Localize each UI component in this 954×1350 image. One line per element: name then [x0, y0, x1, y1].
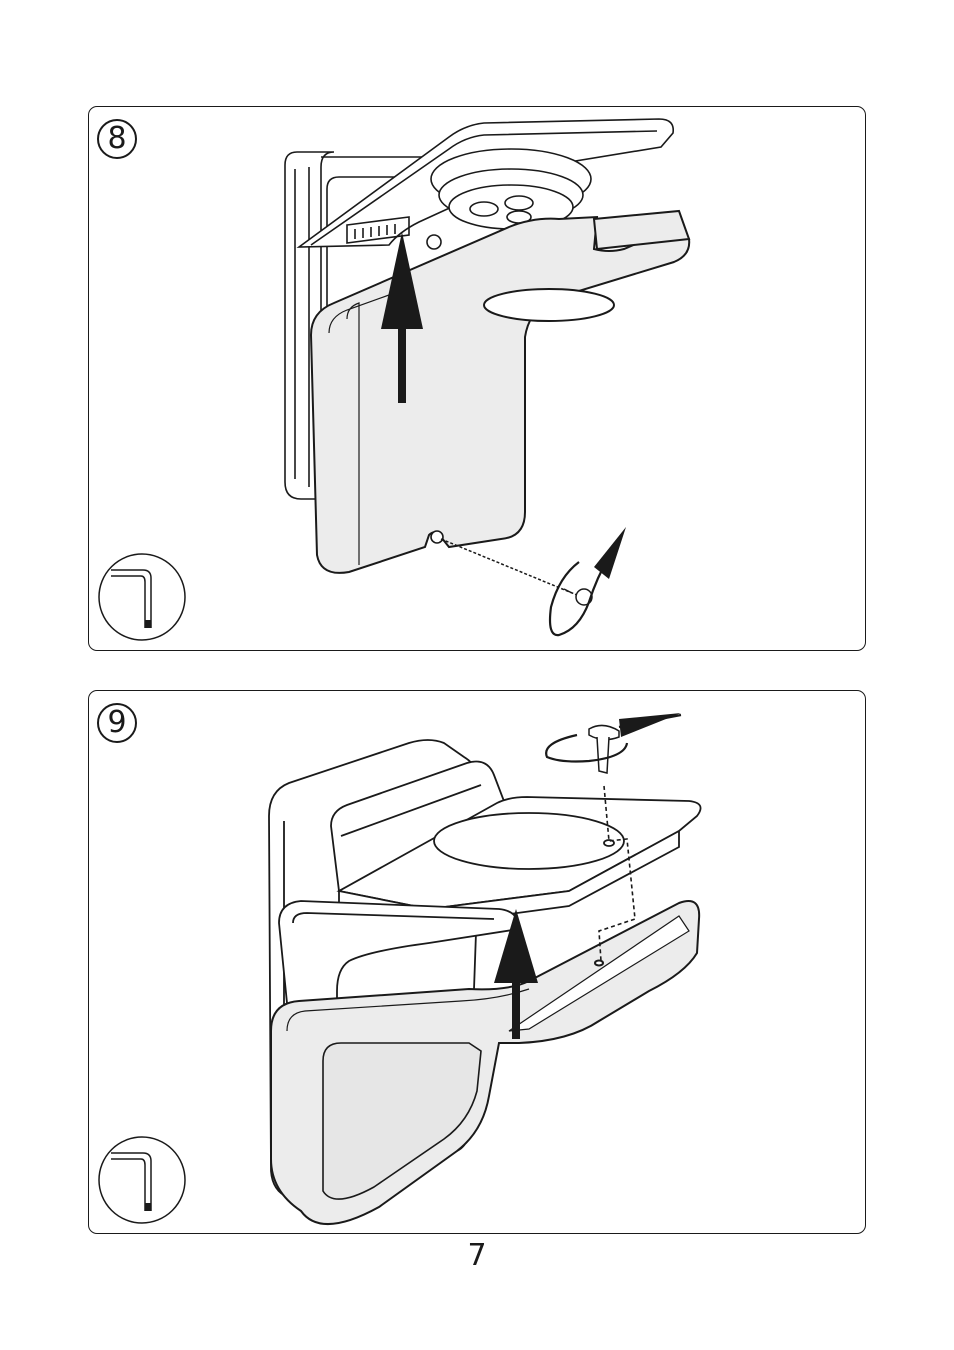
step-9-illustration: [89, 691, 867, 1235]
page-number: 7: [0, 1238, 954, 1273]
step-8-panel: 8: [88, 106, 866, 651]
cover-housing: [311, 211, 689, 573]
hex-key-icon: [97, 552, 187, 642]
hex-key-icon: [97, 1135, 187, 1225]
step-9-panel: 9: [88, 690, 866, 1234]
step-8-illustration: [89, 107, 867, 652]
